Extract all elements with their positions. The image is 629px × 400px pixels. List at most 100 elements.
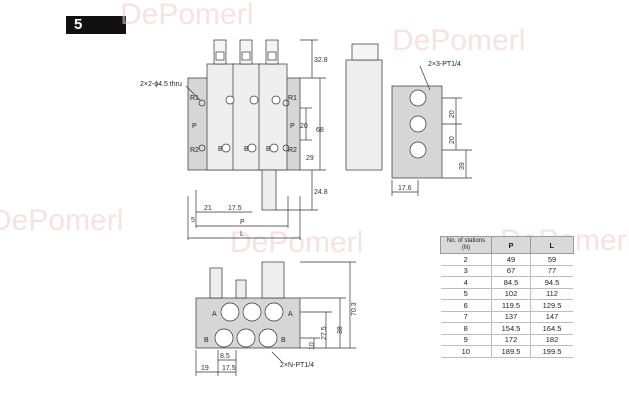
cell-stations: 8 — [440, 322, 492, 335]
cell-p: 67 — [491, 265, 531, 277]
screw-head — [221, 143, 231, 153]
dim-70-3: 70.3 — [351, 302, 358, 316]
port-circle — [264, 302, 284, 322]
cell-p: 137 — [491, 311, 531, 323]
side-view-labels: 2×3-PT1/4 20 20 39 17.6 — [398, 61, 466, 192]
dim-8-5: 8.5 — [220, 353, 230, 360]
dim-17-5: 17.5 — [228, 205, 242, 212]
table-header-row: No. of stations (N) P L — [440, 236, 574, 254]
fitting-nut — [267, 51, 277, 61]
valve-body — [232, 63, 262, 171]
front-view-labels: A A B B 2×N-PT1/4 70.3 38 27.5 10 8.5 19… — [201, 302, 358, 372]
cell-l: 199.5 — [530, 345, 573, 358]
cell-p: 84.5 — [491, 276, 531, 289]
dim-20: 20 — [300, 123, 308, 130]
cell-stations: 9 — [440, 334, 492, 346]
fitting-nut — [241, 51, 251, 61]
dim-29: 29 — [306, 155, 314, 162]
dim-38: 38 — [337, 326, 344, 334]
cell-p: 154.5 — [491, 322, 531, 335]
cell-l: 129.5 — [530, 299, 573, 312]
leader-line — [419, 65, 431, 91]
dim-27-5: 27.5 — [321, 326, 328, 340]
cell-stations: 7 — [440, 311, 492, 323]
front-view — [195, 261, 356, 376]
port-circle — [214, 328, 234, 348]
port-circle — [409, 141, 427, 159]
hole-note: 2×2-ϕ4.5 thru — [140, 81, 182, 88]
screw-head — [225, 95, 235, 105]
cell-stations: 5 — [440, 288, 492, 300]
leader-line — [271, 351, 283, 363]
dim-17-6: 17.6 — [398, 185, 412, 192]
dim-10: 10 — [309, 342, 316, 350]
section-header: 5 Stations — [66, 16, 133, 51]
valve-front — [235, 279, 247, 299]
cell-l: 94.5 — [530, 276, 573, 289]
outlet-label-b: B — [218, 146, 223, 153]
outlet-label-b-left: B — [204, 337, 209, 344]
watermark-text: DePomerl — [0, 204, 123, 237]
cell-l: 182 — [530, 334, 573, 346]
port-circle — [236, 328, 256, 348]
outlet-label-a-left: A — [212, 311, 217, 318]
screw-head — [269, 143, 279, 153]
cell-p: 189.5 — [491, 345, 531, 358]
dim-20a: 20 — [449, 110, 456, 118]
top-view-labels: 2×2-ϕ4.5 thru R1 P R2 R1 P R2 B B B 32.8… — [140, 57, 328, 238]
dim-p: P — [240, 219, 245, 226]
watermark-text: DePomerl — [120, 0, 253, 31]
screw-head — [247, 143, 257, 153]
dim-32-8: 32.8 — [314, 57, 328, 64]
dim-17-5-front: 17.5 — [222, 365, 236, 372]
dim-19: 19 — [201, 365, 209, 372]
mount-hole — [282, 144, 290, 152]
outlet-label-b: B — [244, 146, 249, 153]
watermark-group: DePomerl DePomerl DePomerl DePomerl DePo… — [0, 0, 629, 259]
dim-l: L — [240, 231, 244, 238]
port-label-r1-left: R1 — [190, 95, 199, 102]
cell-stations: 3 — [440, 265, 492, 277]
valve-side — [345, 59, 383, 171]
col-header-p: P — [491, 236, 531, 254]
screw-head — [271, 95, 281, 105]
port-note: 2×3-PT1/4 — [428, 61, 461, 68]
dim-20b: 20 — [449, 136, 456, 144]
port-label-p-left: P — [192, 123, 197, 130]
cell-p: 119.5 — [491, 299, 531, 312]
valve-front — [209, 267, 223, 299]
dim-39: 39 — [459, 162, 466, 170]
watermark-text: DePomerl — [392, 24, 525, 57]
outlet-label-b: B — [266, 146, 271, 153]
dim-5: 5 — [191, 217, 195, 224]
mount-hole — [198, 99, 206, 107]
fitting-nut — [215, 51, 225, 61]
cell-stations: 10 — [440, 345, 492, 358]
outlet-label-a-right: A — [288, 311, 293, 318]
solenoid — [261, 169, 277, 211]
side-view — [345, 43, 472, 196]
valve-body — [206, 63, 236, 171]
cell-l: 77 — [530, 265, 573, 277]
leader-line — [185, 85, 201, 101]
port-label-r1-right: R1 — [288, 95, 297, 102]
cell-stations: 4 — [440, 276, 492, 289]
cell-stations: 6 — [440, 299, 492, 312]
dim-21: 21 — [204, 205, 212, 212]
fitting-side — [351, 43, 379, 61]
valve-front — [261, 261, 285, 299]
cell-l: 164.5 — [530, 322, 573, 335]
cell-l: 59 — [530, 253, 573, 266]
port-circle — [409, 89, 427, 107]
port-label-r2-left: R2 — [190, 147, 199, 154]
mount-hole — [198, 144, 206, 152]
